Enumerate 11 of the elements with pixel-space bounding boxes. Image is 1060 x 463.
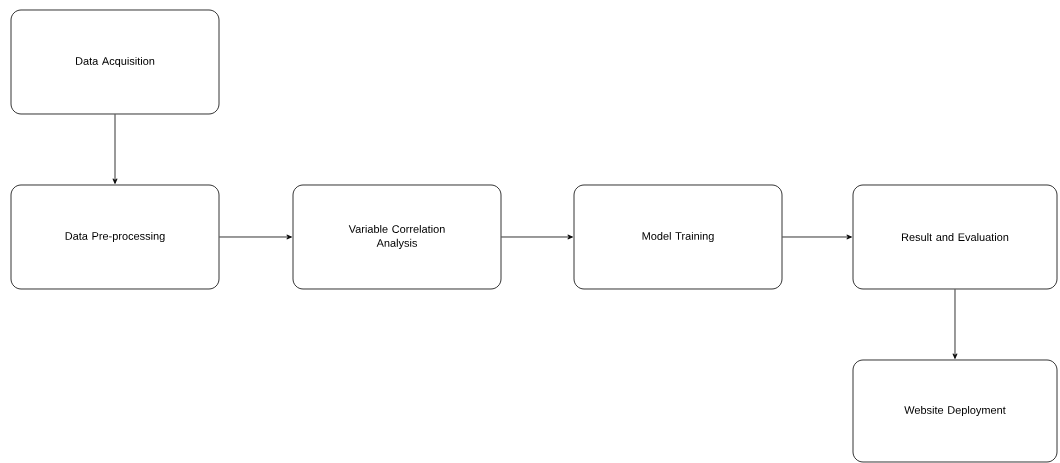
process-box: Data Acquisition	[10, 9, 220, 115]
process-box: Website Deployment	[852, 359, 1058, 463]
arrow	[219, 234, 292, 240]
process-box: Variable Correlation Analysis	[292, 184, 502, 290]
arrow	[952, 289, 958, 359]
arrow	[501, 234, 573, 240]
process-box: Model Training	[573, 184, 783, 290]
arrow	[112, 114, 118, 184]
arrow	[782, 234, 852, 240]
process-box: Result and Evaluation	[852, 184, 1058, 290]
process-box: Data Pre-processing	[10, 184, 220, 290]
